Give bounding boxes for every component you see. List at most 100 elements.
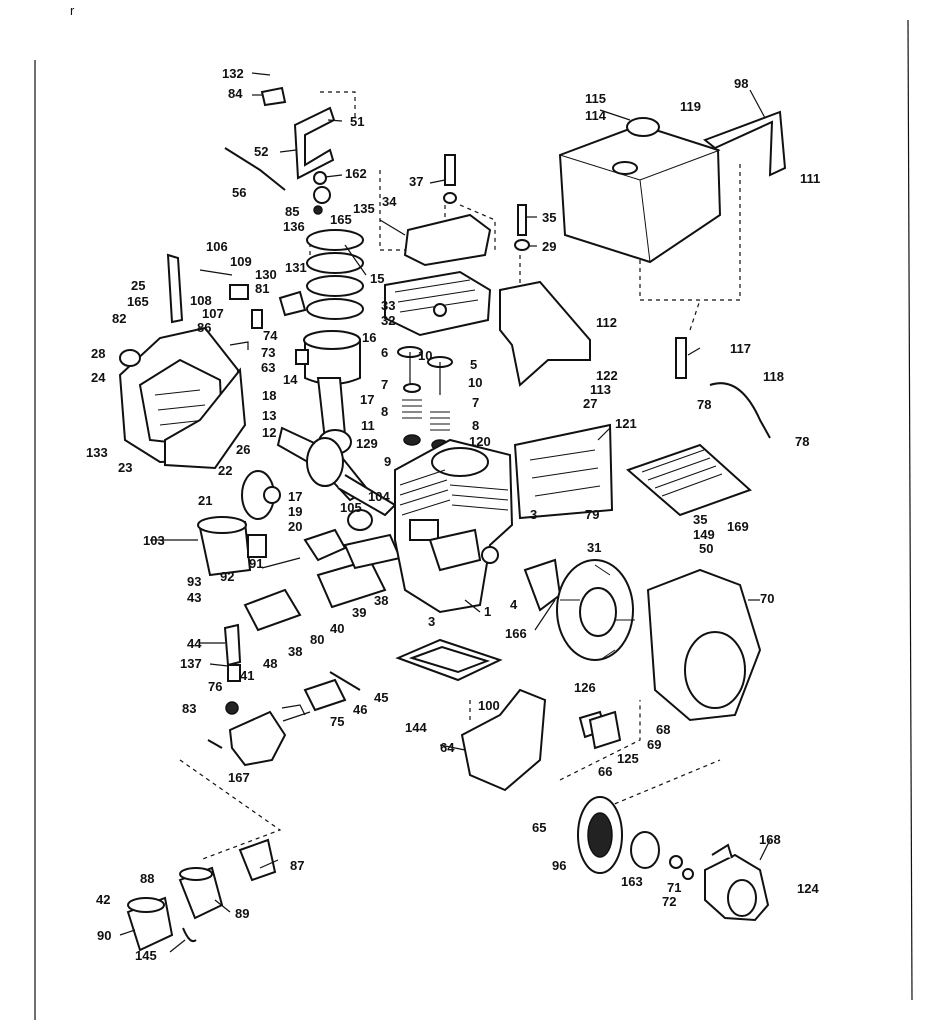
label-136: 136 <box>283 219 305 234</box>
label-98: 98 <box>734 76 748 91</box>
label-35-right: 35 <box>693 512 707 527</box>
label-105: 105 <box>340 500 362 515</box>
label-23: 23 <box>118 460 132 475</box>
carburetor <box>207 671 361 767</box>
label-27: 27 <box>583 396 597 411</box>
label-35-upper: 35 <box>542 210 556 225</box>
label-130: 130 <box>255 267 277 282</box>
tank-bracket <box>499 204 591 387</box>
label-39: 39 <box>352 605 366 620</box>
label-10-lower: 10 <box>468 375 482 390</box>
label-43: 43 <box>187 590 201 605</box>
flywheel <box>556 559 635 661</box>
label-87: 87 <box>290 858 304 873</box>
label-137: 137 <box>180 656 202 671</box>
label-7-right: 7 <box>472 395 479 410</box>
label-96: 96 <box>552 858 566 873</box>
label-7-left: 7 <box>381 377 388 392</box>
label-85: 85 <box>285 204 299 219</box>
label-46: 46 <box>353 702 367 717</box>
label-34: 34 <box>382 194 397 209</box>
label-12: 12 <box>262 425 276 440</box>
label-65: 65 <box>532 820 546 835</box>
governor-bracket <box>224 86 336 215</box>
fuel-valve <box>675 337 771 439</box>
label-16: 16 <box>362 330 376 345</box>
owners-manual <box>626 443 752 517</box>
label-169: 169 <box>727 519 749 534</box>
label-10-upper: 10 <box>418 348 432 363</box>
label-leaders <box>119 72 771 953</box>
label-91: 91 <box>249 556 263 571</box>
label-121: 121 <box>615 416 637 431</box>
label-6: 6 <box>381 345 388 360</box>
label-145: 145 <box>135 948 157 963</box>
label-149: 149 <box>693 527 715 542</box>
label-28: 28 <box>91 346 105 361</box>
label-32: 32 <box>381 313 395 328</box>
label-22: 22 <box>218 463 232 478</box>
label-109: 109 <box>230 254 252 269</box>
label-9: 9 <box>384 454 391 469</box>
label-33: 33 <box>381 298 395 313</box>
label-11: 11 <box>361 418 375 433</box>
label-38-right: 38 <box>374 593 388 608</box>
rotating-screen <box>577 796 623 874</box>
label-5: 5 <box>470 357 477 372</box>
cylinder-head <box>384 213 492 337</box>
label-66: 66 <box>598 764 612 779</box>
label-26: 26 <box>236 442 250 457</box>
label-44: 44 <box>187 636 202 651</box>
label-115: 115 <box>585 91 606 106</box>
label-74: 74 <box>263 328 278 343</box>
label-40: 40 <box>330 621 344 636</box>
label-166: 166 <box>505 626 527 641</box>
piston-rings <box>306 229 364 320</box>
right-frame-line <box>907 19 913 1001</box>
label-86: 86 <box>197 320 211 335</box>
label-8-right: 8 <box>472 418 479 433</box>
label-72: 72 <box>662 894 676 909</box>
label-111: 111 <box>800 171 820 186</box>
label-113: 113 <box>590 382 611 397</box>
label-68: 68 <box>656 722 670 737</box>
label-63: 63 <box>261 360 275 375</box>
label-29: 29 <box>542 239 556 254</box>
label-103: 103 <box>143 533 165 548</box>
label-122: 122 <box>596 368 618 383</box>
label-48: 48 <box>263 656 277 671</box>
spark-plug <box>443 154 457 204</box>
label-133: 133 <box>86 445 108 460</box>
label-38-lower: 38 <box>288 644 302 659</box>
label-15: 15 <box>370 271 384 286</box>
label-17: 17 <box>360 392 374 407</box>
recoil-starter <box>704 843 770 922</box>
piston <box>295 330 361 385</box>
label-73: 73 <box>261 345 275 360</box>
label-3-upper: 3 <box>530 507 537 522</box>
label-24: 24 <box>91 370 106 385</box>
crankshaft <box>276 426 397 517</box>
label-124: 124 <box>797 881 819 896</box>
label-81: 81 <box>255 281 269 296</box>
tank-strap <box>702 110 787 177</box>
label-131: 131 <box>285 260 307 275</box>
label-80: 80 <box>310 632 324 647</box>
label-71: 71 <box>667 880 681 895</box>
label-41: 41 <box>240 668 254 683</box>
label-90: 90 <box>97 928 111 943</box>
label-114: 114 <box>585 108 607 123</box>
label-119: 119 <box>680 99 701 114</box>
label-83: 83 <box>182 701 196 716</box>
muffler <box>126 838 277 952</box>
label-135: 135 <box>353 201 375 216</box>
label-92: 92 <box>220 569 234 584</box>
label-129: 129 <box>356 436 378 451</box>
label-117: 117 <box>730 341 751 356</box>
label-45: 45 <box>374 690 388 705</box>
label-104: 104 <box>368 489 390 504</box>
fuel-tank <box>558 117 722 264</box>
lower-shroud <box>460 688 547 792</box>
label-51: 51 <box>350 114 364 129</box>
label-42: 42 <box>96 892 110 907</box>
